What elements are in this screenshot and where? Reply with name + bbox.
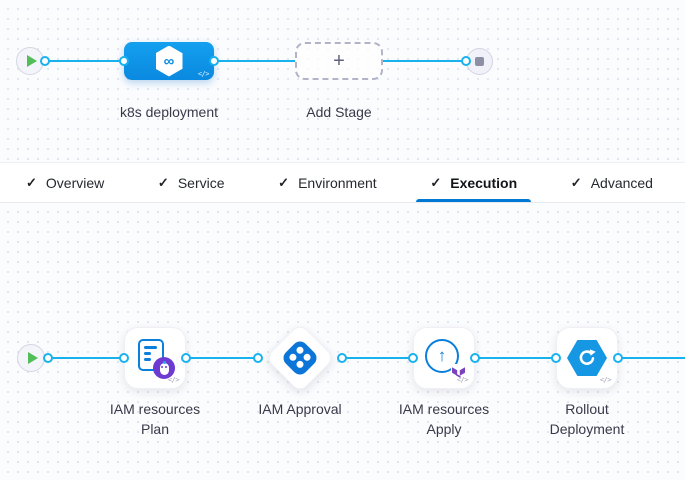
connector-dot bbox=[551, 353, 561, 363]
step-label-line2: Plan bbox=[140, 421, 170, 437]
flow-line bbox=[214, 60, 295, 62]
document-icon bbox=[138, 339, 164, 371]
stage-config-tab-bar: ✓ Overview ✓ Service ✓ Environment ✓ Exe… bbox=[0, 162, 685, 203]
add-stage-label: Add Stage bbox=[306, 104, 372, 120]
terraform-apply-icon: ↑ bbox=[424, 338, 466, 379]
arrow-up-icon: ↑ bbox=[437, 346, 447, 365]
step-rollout-card[interactable]: </> bbox=[556, 327, 618, 389]
step-label-line2: Deployment bbox=[549, 421, 625, 437]
step-label-line2: Apply bbox=[426, 421, 462, 437]
circle-arrow-icon bbox=[425, 339, 459, 373]
code-icon: </> bbox=[167, 376, 180, 384]
connector-dot bbox=[613, 353, 623, 363]
step-terraform-apply-card[interactable]: ↑ </> bbox=[413, 327, 475, 389]
tab-advanced[interactable]: ✓ Advanced bbox=[557, 163, 667, 202]
tab-label: Overview bbox=[45, 174, 105, 191]
flow-line bbox=[186, 357, 258, 359]
step-label: IAM Approval bbox=[225, 399, 375, 419]
tab-service[interactable]: ✓ Service bbox=[144, 163, 239, 202]
stage-graph-canvas: ∞ </> + k8s deployment Add Stage bbox=[0, 0, 685, 162]
step-label-line1: IAM resources bbox=[398, 401, 490, 417]
tab-label: Service bbox=[177, 174, 225, 191]
flow-line bbox=[342, 357, 413, 359]
connector-dot bbox=[209, 56, 219, 66]
step-label-line1: IAM resources bbox=[109, 401, 201, 417]
play-icon bbox=[26, 55, 37, 67]
connector-dot bbox=[119, 353, 129, 363]
play-icon bbox=[27, 352, 38, 364]
step-terraform-plan-card[interactable]: </> bbox=[124, 327, 186, 389]
step-label: Rollout Deployment bbox=[527, 399, 647, 439]
connector-dot bbox=[181, 353, 191, 363]
terraform-logo-icon bbox=[451, 364, 466, 379]
tab-label: Advanced bbox=[590, 174, 653, 191]
flow-line bbox=[45, 60, 124, 62]
step-approval-node[interactable] bbox=[264, 322, 336, 394]
tab-label: Environment bbox=[298, 174, 377, 191]
check-icon: ✓ bbox=[157, 174, 169, 190]
code-icon: </> bbox=[599, 376, 612, 384]
step-label-line1: Rollout bbox=[565, 401, 609, 417]
step-label: IAM resources Apply bbox=[394, 399, 494, 439]
tab-label: Execution bbox=[450, 174, 518, 191]
terraform-plan-icon bbox=[138, 339, 175, 379]
code-icon: </> bbox=[197, 70, 210, 78]
check-icon: ✓ bbox=[278, 174, 290, 190]
connector-dot bbox=[40, 56, 50, 66]
connector-dot bbox=[253, 353, 263, 363]
step-label: IAM resources Plan bbox=[105, 399, 205, 439]
connector-dot bbox=[470, 353, 480, 363]
connector-dot bbox=[408, 353, 418, 363]
approval-icon bbox=[280, 338, 320, 378]
tab-execution[interactable]: ✓ Execution bbox=[416, 163, 531, 202]
connector-dot bbox=[337, 353, 347, 363]
connector-dot bbox=[119, 56, 129, 66]
check-icon: ✓ bbox=[570, 174, 582, 190]
tab-overview[interactable]: ✓ Overview bbox=[12, 163, 118, 202]
code-icon: </> bbox=[456, 376, 469, 384]
tab-environment[interactable]: ✓ Environment bbox=[264, 163, 391, 202]
flow-line bbox=[618, 357, 685, 359]
plan-badge-icon bbox=[153, 357, 175, 379]
execution-graph-canvas: </> ↑ </> </> bbox=[0, 203, 685, 480]
flow-line bbox=[48, 357, 124, 359]
infinity-icon: ∞ bbox=[163, 52, 175, 70]
rollout-icon bbox=[567, 340, 607, 376]
connector-dot bbox=[461, 56, 471, 66]
check-icon: ✓ bbox=[26, 174, 37, 190]
owl-icon bbox=[159, 360, 169, 375]
execution-start-node bbox=[17, 344, 45, 372]
deployment-stage-icon: ∞ bbox=[155, 45, 183, 77]
plus-icon: + bbox=[333, 50, 345, 72]
flow-line bbox=[475, 357, 556, 359]
add-stage-button[interactable]: + bbox=[295, 42, 383, 80]
flow-line bbox=[383, 60, 466, 62]
refresh-arrow-icon bbox=[579, 349, 596, 365]
pipeline-start-node bbox=[16, 47, 44, 75]
stop-icon bbox=[475, 57, 484, 66]
check-icon: ✓ bbox=[430, 174, 442, 190]
stage-node-k8s-deployment[interactable]: ∞ </> bbox=[124, 42, 214, 80]
stage-label: k8s deployment bbox=[119, 104, 219, 120]
step-label-line1: IAM Approval bbox=[258, 401, 342, 417]
connector-dot bbox=[43, 353, 53, 363]
